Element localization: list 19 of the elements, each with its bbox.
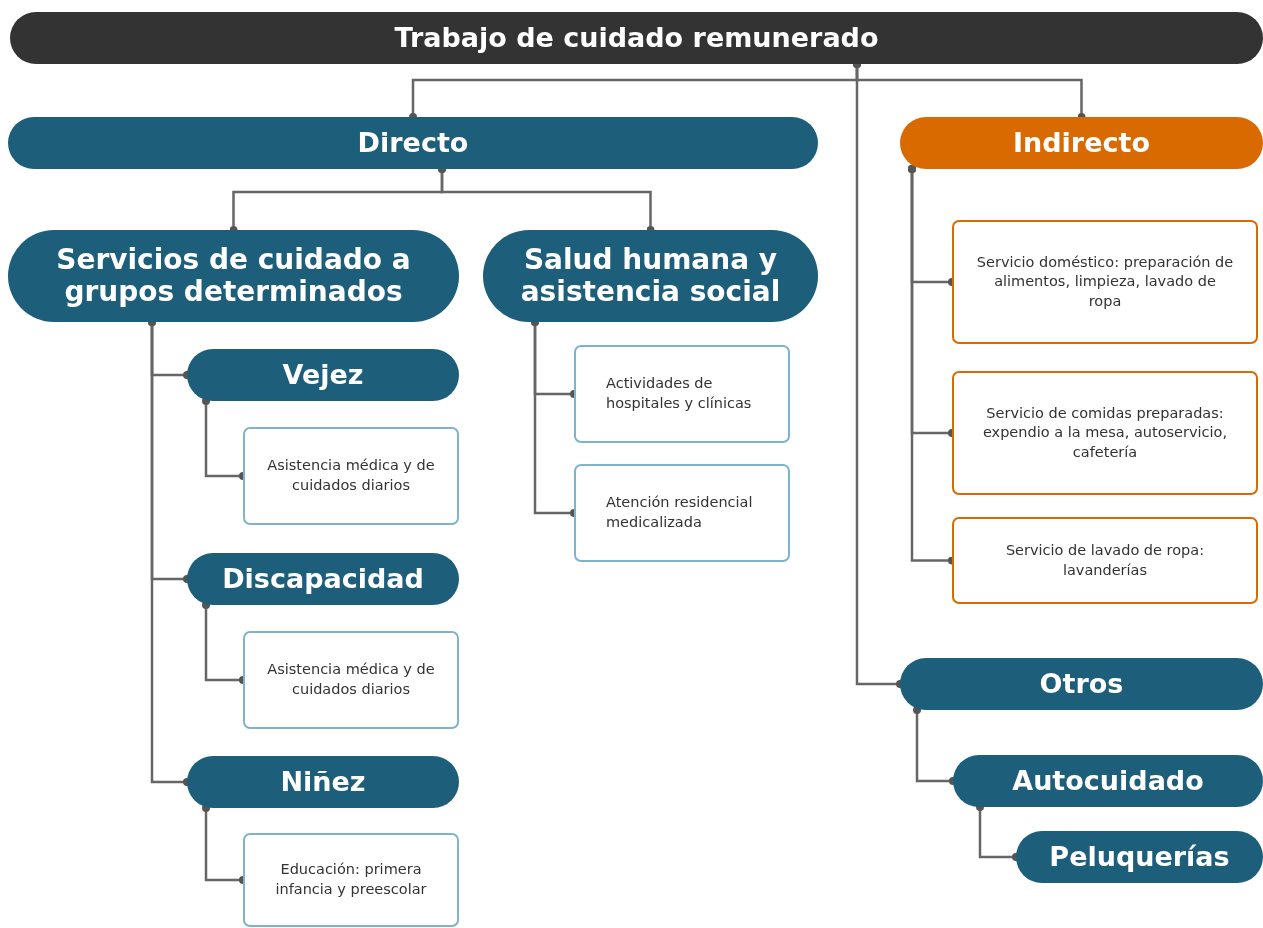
service-card: Servicio doméstico: preparación de alimentos, limpieza, lavado de ropa xyxy=(952,220,1258,344)
service-card: Atención residencial medicalizada xyxy=(574,464,790,562)
title-bar: Trabajo de cuidado remunerado xyxy=(10,12,1263,64)
category-pill: Autocuidado xyxy=(953,755,1263,807)
category-pill: Niñez xyxy=(187,756,459,808)
service-card: Asistencia médica y de cuidados diarios xyxy=(243,427,459,525)
category-pill: Directo xyxy=(8,117,818,169)
category-pill: Indirecto xyxy=(900,117,1263,169)
category-pill: Peluquerías xyxy=(1016,831,1263,883)
service-card: Servicio de lavado de ropa: lavanderías xyxy=(952,517,1258,604)
category-pill: Servicios de cuidado a grupos determinados xyxy=(8,230,459,322)
service-card: Actividades de hospitales y clínicas xyxy=(574,345,790,443)
service-card: Asistencia médica y de cuidados diarios xyxy=(243,631,459,729)
service-card: Servicio de comidas preparadas: expendio a la mesa, autoservicio, cafetería xyxy=(952,371,1258,495)
category-pill: Salud humana y asistencia social xyxy=(483,230,818,322)
category-pill: Otros xyxy=(900,658,1263,710)
category-pill: Vejez xyxy=(187,349,459,401)
category-pill: Discapacidad xyxy=(187,553,459,605)
service-card: Educación: primera infancia y preescolar xyxy=(243,833,459,927)
